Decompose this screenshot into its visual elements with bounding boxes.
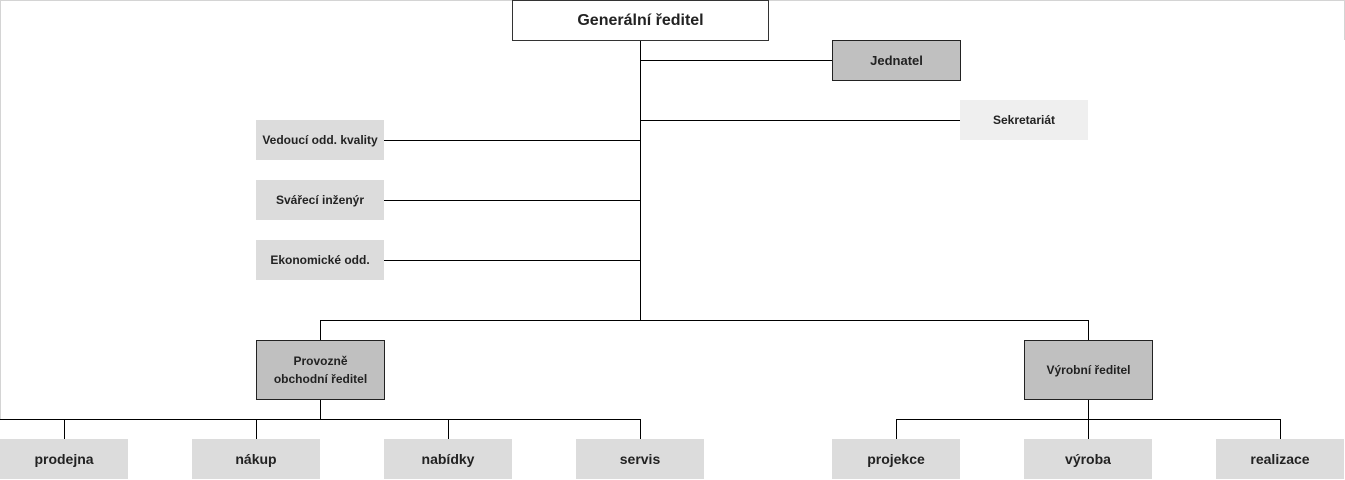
- box-generalni-reditel: Generální ředitel: [512, 0, 769, 41]
- box-servis: servis: [576, 439, 704, 479]
- box-sekretariat: Sekretariát: [960, 100, 1088, 140]
- box-projekce: projekce: [832, 439, 960, 479]
- box-ekonomicke-odd: Ekonomické odd.: [256, 240, 384, 280]
- box-svareci-inzenyr: Svářecí inženýr: [256, 180, 384, 220]
- box-vyroba: výroba: [1024, 439, 1152, 479]
- box-jednatel: Jednatel: [832, 40, 961, 81]
- box-nabidky: nabídky: [384, 439, 512, 479]
- box-prodejna: prodejna: [0, 439, 128, 479]
- box-vedouci-kvality: Vedoucí odd. kvality: [256, 120, 384, 160]
- box-vyrobni-reditel: Výrobní ředitel: [1024, 340, 1153, 400]
- box-provozne-obchodni-reditel: Provozně obchodní ředitel: [256, 340, 385, 400]
- box-nakup: nákup: [192, 439, 320, 479]
- box-realizace: realizace: [1216, 439, 1344, 479]
- frame-left-edge: [0, 0, 1, 420]
